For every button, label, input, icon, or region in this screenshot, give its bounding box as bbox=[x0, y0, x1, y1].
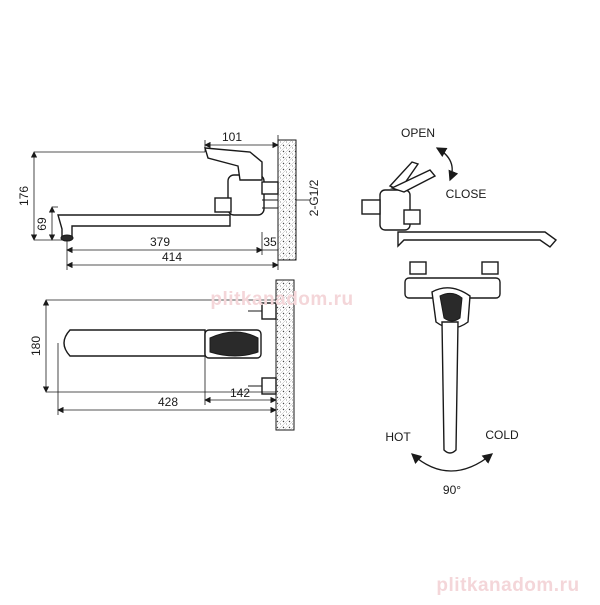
ext-lines-bottom bbox=[66, 232, 279, 270]
connector-right bbox=[403, 209, 421, 225]
mixer-body-side bbox=[227, 174, 265, 216]
spout-open-close bbox=[397, 231, 558, 248]
watermark-bottom: plitkanadom.ru bbox=[436, 575, 579, 596]
thread-spec: 2-G1/2 bbox=[307, 179, 321, 216]
dim-69: 69 bbox=[35, 217, 49, 231]
dim-176: 176 bbox=[17, 186, 31, 206]
ext-lines-101 bbox=[204, 135, 279, 152]
open-close-arrow bbox=[435, 147, 459, 182]
label-hot: HOT bbox=[385, 430, 411, 444]
swing-arrow bbox=[411, 453, 494, 472]
dim-101: 101 bbox=[222, 130, 242, 144]
side-view: 101 176 69 379 35 414 2-G1/2 bbox=[17, 130, 321, 270]
dim-180: 180 bbox=[29, 336, 43, 356]
label-cold: COLD bbox=[485, 428, 519, 442]
lever-closed bbox=[390, 169, 437, 193]
label-angle: 90° bbox=[443, 483, 461, 497]
connector-upper bbox=[261, 181, 279, 195]
eccentric-pipe bbox=[262, 199, 278, 209]
watermark-top: plitkanadom.ru bbox=[210, 289, 353, 310]
dim-379: 379 bbox=[150, 235, 170, 249]
dim-414: 414 bbox=[162, 250, 182, 264]
front-connector-left bbox=[409, 261, 427, 275]
spout-side bbox=[57, 214, 231, 239]
connector-left bbox=[361, 199, 381, 215]
top-view: 180 428 142 bbox=[29, 279, 295, 431]
front-connector-right bbox=[481, 261, 499, 275]
label-open: OPEN bbox=[401, 126, 435, 140]
lever-handle-side bbox=[204, 147, 263, 181]
front-view: HOT COLD 90° bbox=[385, 261, 519, 497]
front-spout bbox=[441, 321, 459, 454]
connector-lower bbox=[214, 197, 232, 213]
dim-35: 35 bbox=[263, 235, 277, 249]
spout-top bbox=[63, 329, 206, 357]
eccentric-top bbox=[248, 310, 263, 387]
ext-lines-428 bbox=[57, 343, 277, 415]
front-lever-inner bbox=[439, 292, 463, 322]
wall-section-top bbox=[277, 139, 297, 261]
wall-section-bottom bbox=[275, 279, 295, 431]
dim-428: 428 bbox=[158, 395, 178, 409]
label-close: CLOSE bbox=[446, 187, 487, 201]
lever-top bbox=[209, 331, 259, 357]
dim-142: 142 bbox=[230, 386, 250, 400]
open-close-view: OPEN CLOSE bbox=[361, 126, 558, 248]
